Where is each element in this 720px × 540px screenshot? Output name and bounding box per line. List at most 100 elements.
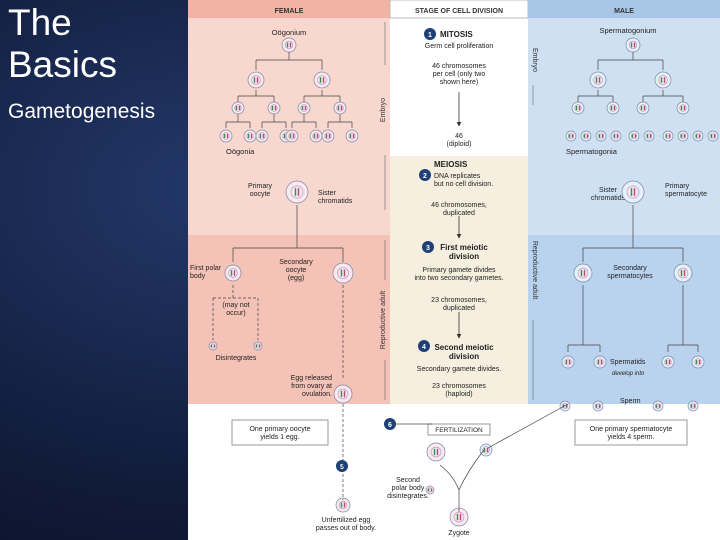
spermatogonia-cell	[610, 130, 622, 142]
spermatogonium-division-cell	[589, 71, 607, 89]
sperm-label: Sperm	[620, 398, 641, 405]
spermatogonia-cell	[692, 130, 704, 142]
step-2-marker: 2	[419, 169, 431, 181]
cells-layer	[208, 37, 719, 527]
spermatid-cell	[593, 355, 607, 369]
spermatogonium-cell	[676, 101, 690, 115]
stage-1-lines: Germ cell proliferation	[425, 43, 494, 50]
spermatogonia-cell	[580, 130, 592, 142]
gametogenesis-figure: FEMALE STAGE OF CELL DIVISION MALE Embry…	[188, 0, 720, 540]
step-6-marker: 6	[384, 418, 396, 430]
spermatid-cell	[661, 355, 675, 369]
female-summary-box	[231, 419, 329, 446]
step-5-marker: 5	[336, 460, 348, 472]
stage-2-title: MEIOSIS	[434, 160, 468, 169]
oogonium-division-cell	[313, 71, 331, 89]
oogonium-cell	[297, 101, 311, 115]
spermatogonium-division-cell	[654, 71, 672, 89]
spermatogonium-cell	[625, 37, 641, 53]
stage-2-detail: 46 chromosomes,duplicated	[431, 202, 487, 217]
stage-1-sub: 46(diploid)	[447, 133, 472, 148]
female-tree-lines	[212, 52, 353, 380]
stage-4-detail: 23 chromosomes(haploid)	[432, 383, 486, 398]
male-summary-box	[574, 419, 688, 446]
oogonia-label: Oögonia	[226, 147, 255, 156]
step-1-marker: 1	[424, 28, 436, 40]
fertilization-egg-cell	[426, 442, 446, 462]
spermatogonium-cell	[606, 101, 620, 115]
sperm-cell	[652, 400, 664, 412]
oogonium-label: Oögonium	[272, 28, 307, 37]
fertilization-label: FERTILIZATION	[435, 427, 483, 434]
spermatogonia-cell	[565, 130, 577, 142]
spermatogonium-cell	[571, 101, 585, 115]
spermatid-cell	[561, 355, 575, 369]
male-panel-adult	[528, 235, 720, 404]
first-polar-body-cell	[224, 264, 242, 282]
embryo-label-female: Embryo	[380, 98, 387, 122]
spermatogonia-cell	[707, 130, 719, 142]
secondary-spermatocyte-cell	[573, 263, 593, 283]
header-female: FEMALE	[275, 8, 304, 15]
secondary-oocyte-cell	[332, 262, 354, 284]
oogonium-cell	[267, 101, 281, 115]
disintegrating-polar-body-cell	[253, 341, 263, 351]
zygote-label: Zygote	[448, 530, 470, 537]
title-line-2: Basics	[8, 44, 117, 85]
fertilization-lines	[342, 403, 569, 512]
spermatogonium-cell	[636, 101, 650, 115]
spermatogonia-cell	[677, 130, 689, 142]
ovulated-egg-cell	[333, 384, 353, 404]
header-stage: STAGE OF CELL DIVISION	[415, 8, 503, 15]
stage-4-lines: Secondary gamete divides.	[417, 366, 501, 373]
spermatogonia-cell	[662, 130, 674, 142]
oogonia-cell	[309, 129, 323, 143]
second-polar-body-cell	[425, 485, 435, 495]
stage-panel-mitosis	[390, 18, 528, 156]
spermatogonia-label: Spermatogonia	[566, 147, 618, 156]
embryo-label-male: Embryo	[531, 48, 538, 72]
stage-1-title: MITOSIS	[440, 30, 473, 39]
step-1-number: 1	[428, 32, 432, 39]
header-female-cell	[188, 0, 390, 18]
spermatogonium-label: Spermatogonium	[599, 26, 656, 35]
fertilization-sperm-cell	[479, 443, 493, 457]
oogonia-cell	[219, 129, 233, 143]
sperm-cell	[687, 400, 699, 412]
oogonia-cell	[321, 129, 335, 143]
secondary-spermatocyte-cell	[673, 263, 693, 283]
step-5-number: 5	[340, 464, 344, 471]
slide-subtitle: Gametogenesis	[8, 100, 156, 123]
spermatids-label: Spermatids	[610, 359, 646, 366]
adult-label-female: Reproductive adult	[380, 291, 387, 349]
sperm-cell	[592, 400, 604, 412]
spermatogonia-cell	[595, 130, 607, 142]
step-2-number: 2	[423, 173, 427, 180]
stage-3-detail: 23 chromosomes,duplicated	[431, 297, 487, 312]
develop-into-label: develop into	[612, 371, 645, 377]
oogonium-cell	[333, 101, 347, 115]
header-male-cell	[528, 0, 720, 18]
female-panel-adult	[188, 235, 390, 404]
oogonium-cell	[281, 37, 297, 53]
oogonia-cell	[285, 129, 299, 143]
fertilization-box	[427, 423, 491, 436]
oogonium-cell	[231, 101, 245, 115]
oogonia-cell	[345, 129, 359, 143]
